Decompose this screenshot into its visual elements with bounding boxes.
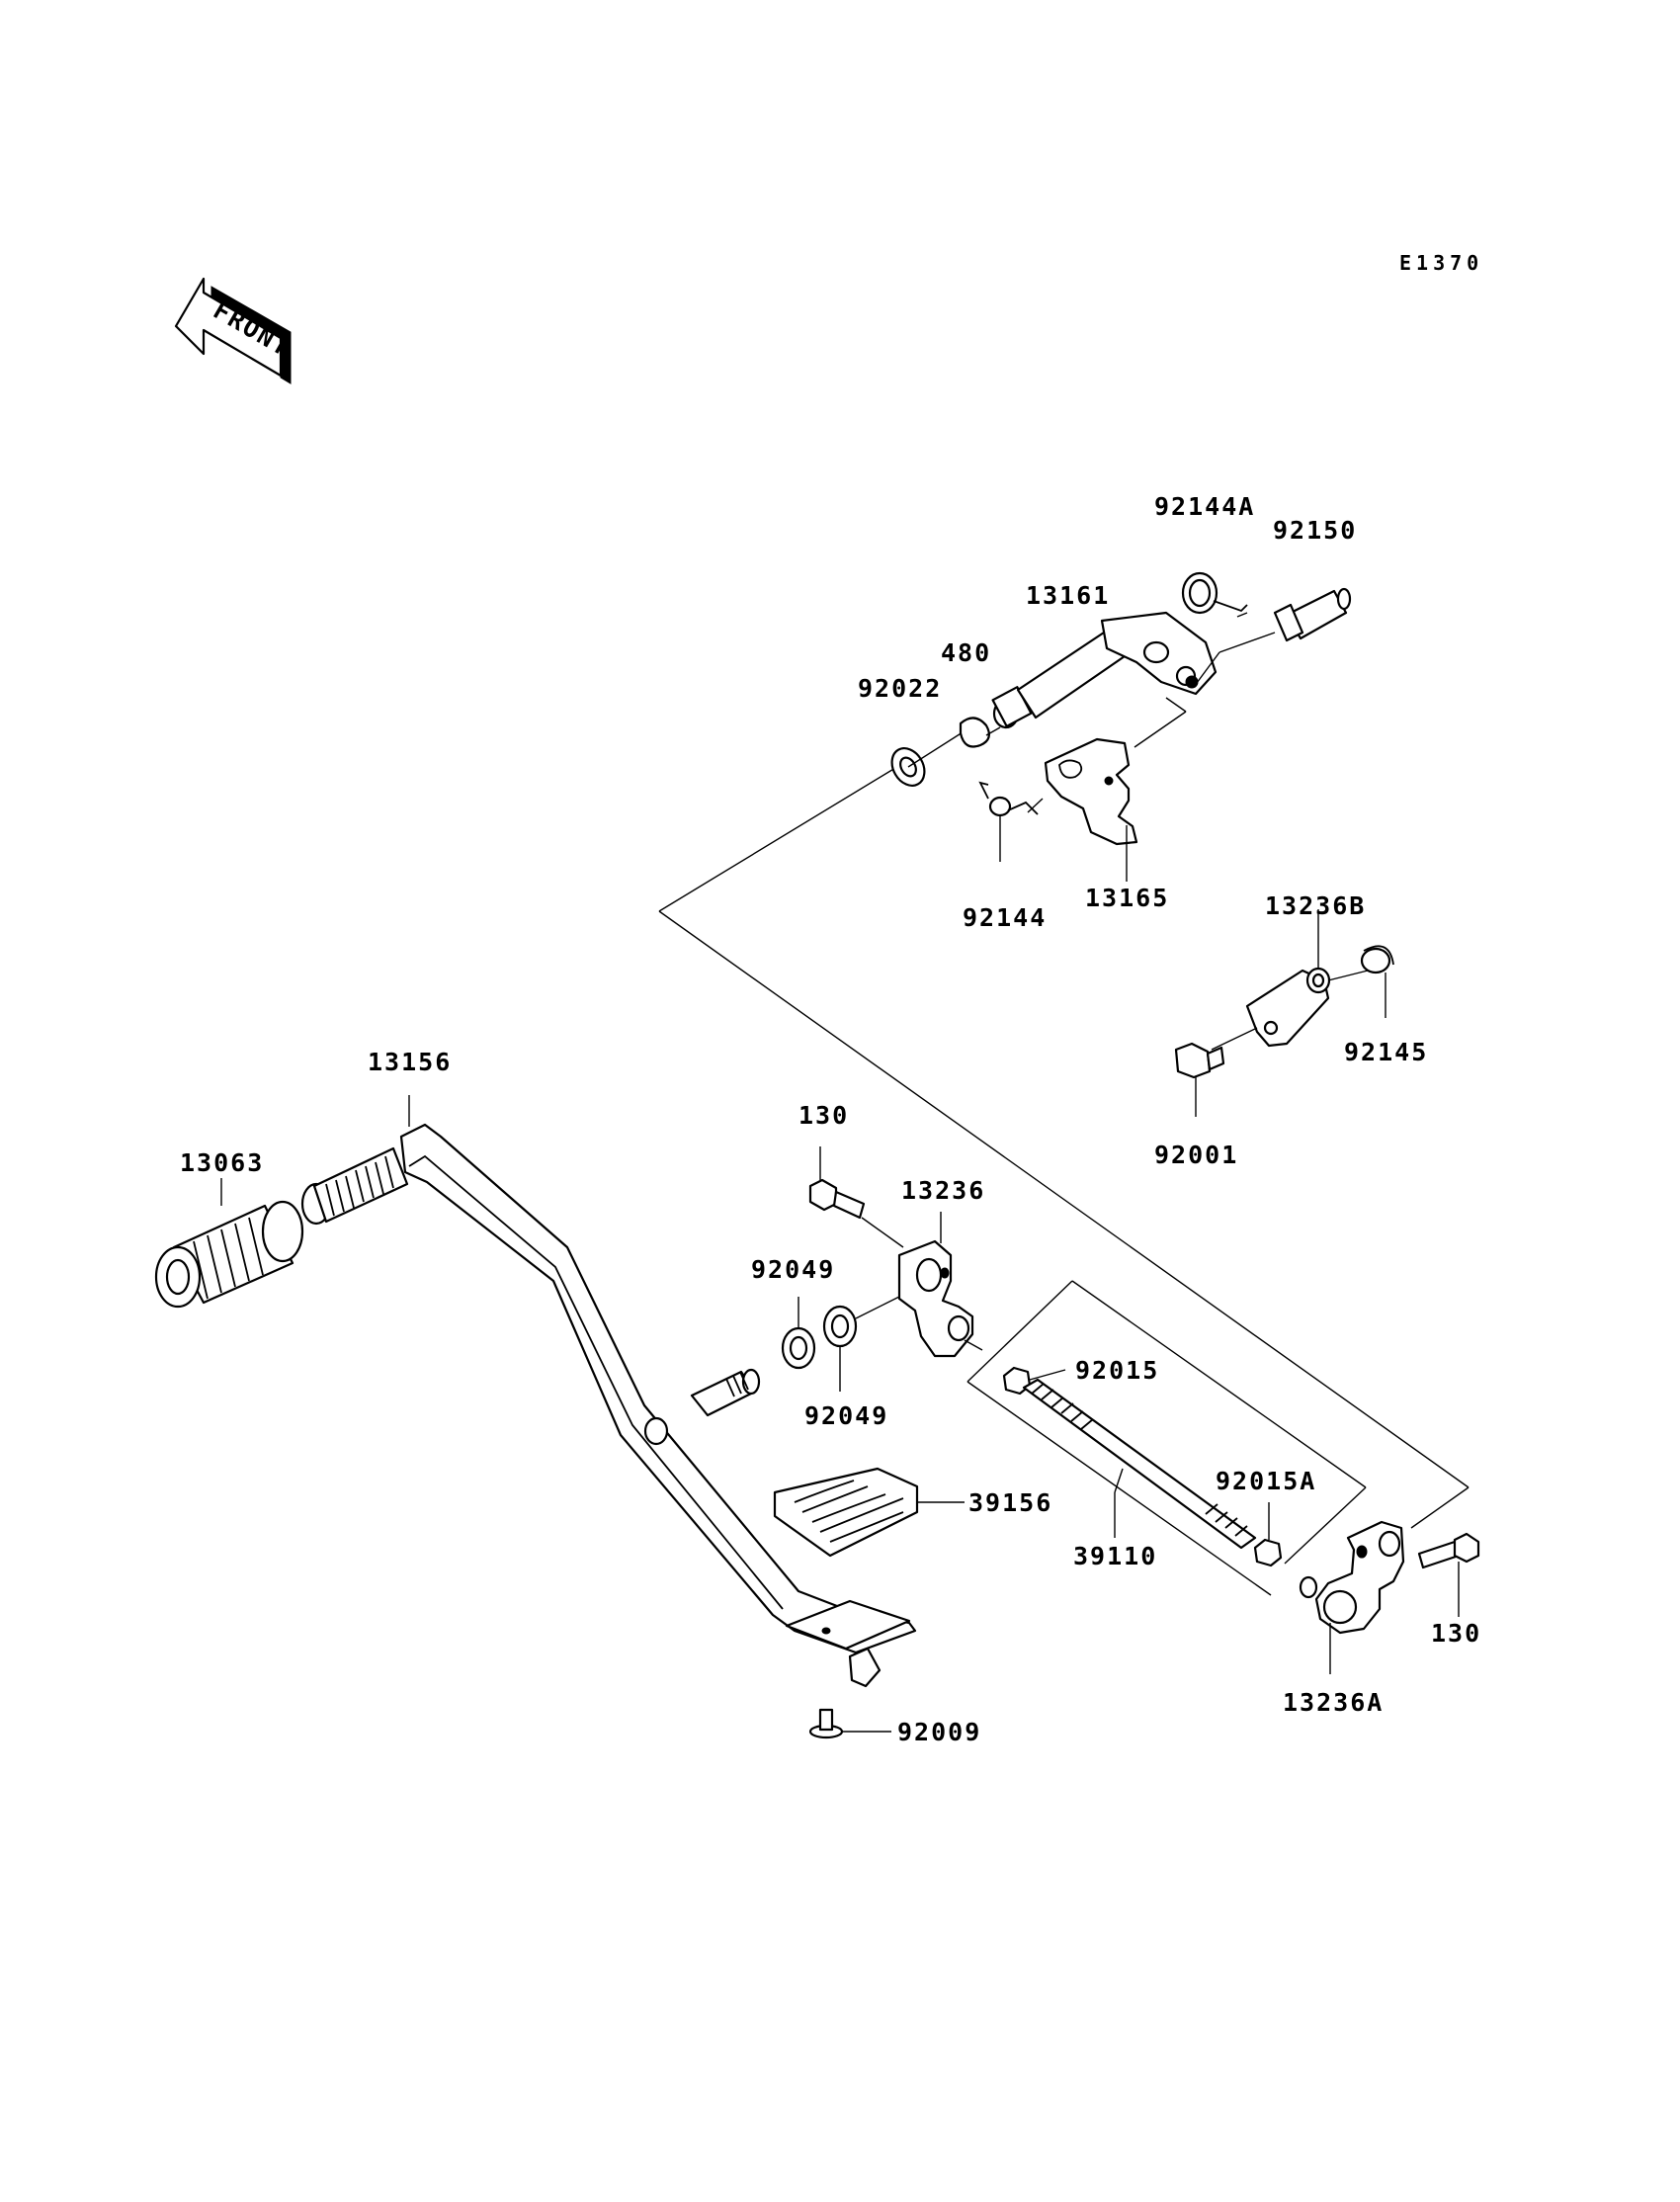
part-label-92145: 92145 (1344, 1038, 1429, 1066)
part-label-92144A: 92144A (1154, 492, 1256, 521)
spring-92144 (978, 781, 1039, 862)
part-label-92015: 92015 (1075, 1356, 1160, 1385)
seal-92049-bottom (781, 1297, 841, 1392)
arm-13236 (897, 1212, 983, 1358)
tie-rod-39110 (1022, 1378, 1257, 1550)
front-arrow-icon: FRONT (174, 277, 295, 384)
part-label-92015A: 92015A (1216, 1467, 1317, 1495)
spring-92144A (1181, 571, 1248, 618)
part-label-39110: 39110 (1073, 1542, 1158, 1570)
part-label-39156: 39156 (968, 1488, 1053, 1517)
screw-92009 (808, 1708, 891, 1739)
arm-13236B (1211, 909, 1369, 1051)
brake-pad-rubber-39156 (773, 1467, 965, 1558)
diagram-code: E1370 (1399, 251, 1484, 275)
bolt-92001 (1174, 1042, 1225, 1117)
part-label-92001: 92001 (1154, 1141, 1239, 1169)
part-label-92022: 92022 (858, 674, 943, 703)
plate-13165 (1027, 737, 1138, 882)
footpeg-rubber-13063 (154, 1178, 304, 1309)
part-label-13156: 13156 (368, 1048, 453, 1076)
part-label-13161: 13161 (1026, 581, 1111, 610)
part-label-13063: 13063 (180, 1148, 265, 1177)
washer-92022 (890, 724, 974, 787)
part-label-13236A: 13236A (1283, 1688, 1385, 1717)
pin-92150 (1273, 587, 1352, 642)
part-label-13165: 13165 (1085, 884, 1170, 912)
part-label-92009: 92009 (897, 1718, 982, 1746)
part-label-92150: 92150 (1273, 516, 1358, 545)
part-label-92144: 92144 (963, 903, 1048, 932)
bolt-130-right (1417, 1532, 1480, 1617)
shift-shaft-13161 (991, 611, 1276, 748)
part-label-13236B: 13236B (1265, 891, 1367, 920)
part-label-480: 480 (941, 638, 992, 667)
seal-92049-top (822, 1296, 900, 1348)
bolt-130-left (808, 1146, 904, 1248)
clip-92145 (1360, 945, 1394, 1018)
lever-spline-shaft (690, 1368, 761, 1417)
part-label-130-right: 130 (1431, 1619, 1482, 1648)
part-label-130-left: 130 (798, 1101, 850, 1130)
circlip-480 (959, 717, 1001, 748)
arm-13236A (1299, 1520, 1405, 1674)
shift-lever-13156 (300, 1095, 917, 1688)
assembly-frame-lines (658, 767, 1470, 1596)
part-label-92049-top: 92049 (751, 1255, 836, 1284)
nut-92015A (1253, 1502, 1283, 1567)
part-label-13236: 13236 (901, 1176, 986, 1205)
part-label-92049-bottom: 92049 (804, 1401, 889, 1430)
